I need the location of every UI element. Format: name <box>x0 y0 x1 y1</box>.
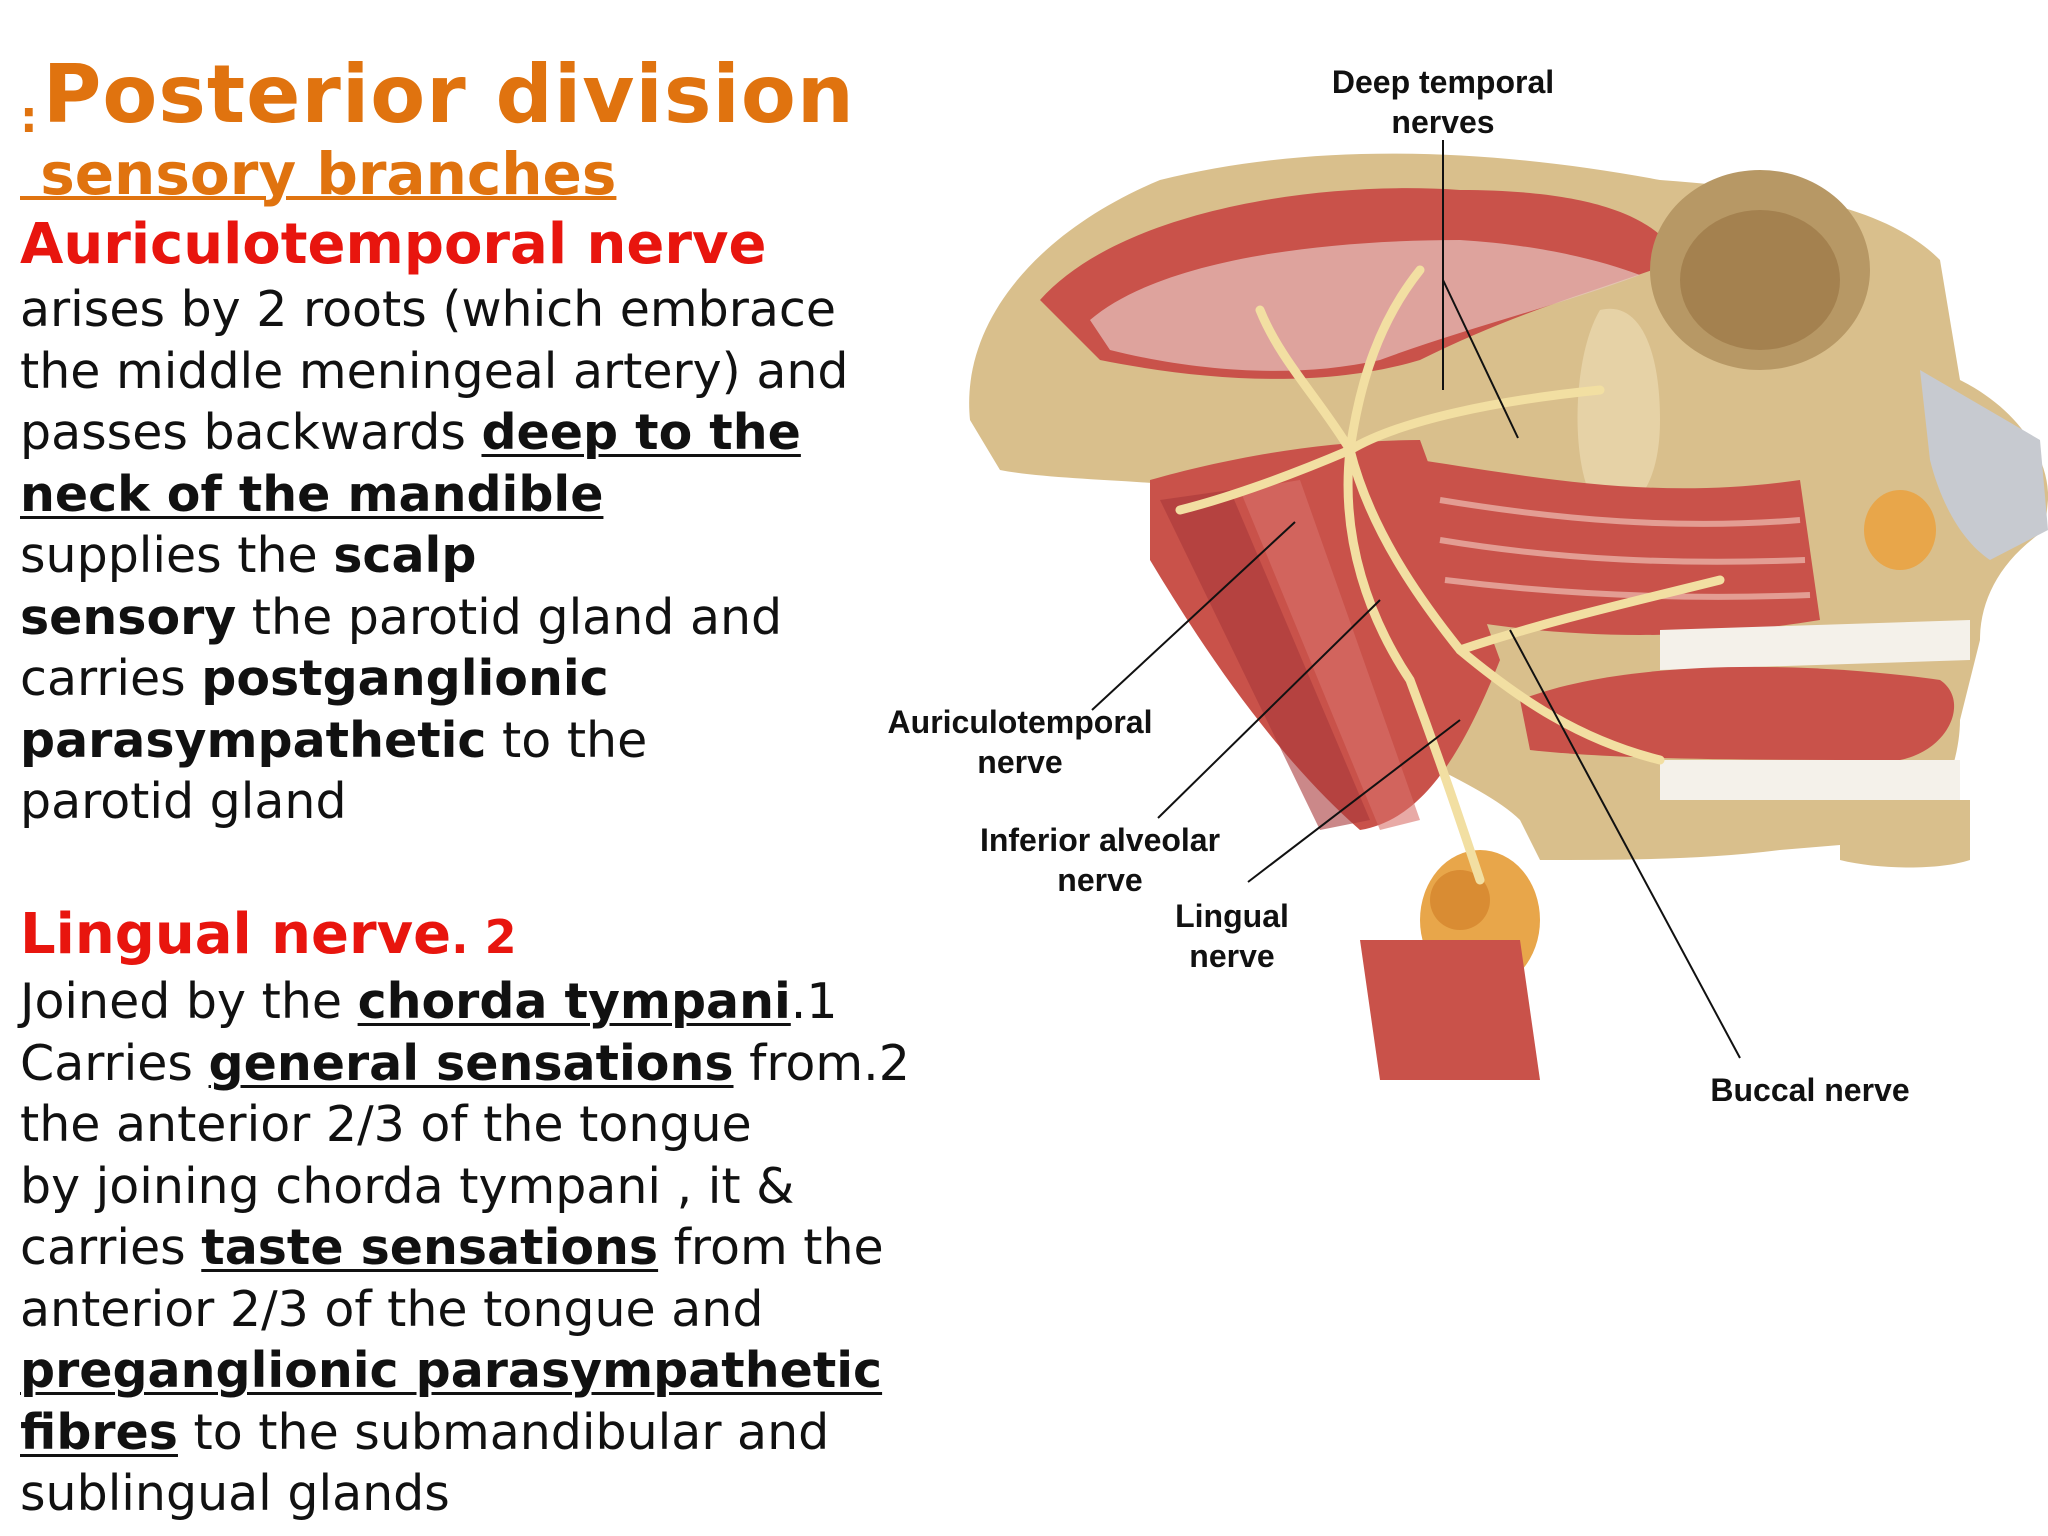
text-segment: to the <box>486 711 648 769</box>
auriculotemporal-line: the middle meningeal artery) and <box>20 342 849 402</box>
text-segment: postganglionic <box>201 650 609 707</box>
tongue <box>1520 666 1955 760</box>
title-main: Posterior division <box>42 48 855 141</box>
head-dissection-illustration <box>969 140 2048 1080</box>
slide-title: : Posterior division <box>20 48 855 143</box>
text-segment: neck of the mandible <box>20 465 604 523</box>
text-segment: .1 <box>790 973 838 1030</box>
text-segment: from.2 <box>733 1034 910 1092</box>
lingual-line: preganglionic parasympathetic <box>20 1341 882 1401</box>
subtitle: sensory branches <box>20 140 617 208</box>
text-segment: anterior 2/3 of the tongue and <box>20 1280 764 1338</box>
auriculotemporal-line: supplies the scalp <box>20 526 476 586</box>
auriculotemporal-line: neck of the mandible <box>20 465 603 525</box>
text-segment: to the submandibular and <box>177 1403 830 1461</box>
text-segment: taste sensations <box>201 1219 659 1276</box>
auriculotemporal-line: passes backwards deep to the <box>20 403 801 463</box>
anatomy-figure: Deep temporal nerves Auriculotemporal ne… <box>888 60 2048 1120</box>
text-segment: fibres <box>20 1403 178 1461</box>
text-segment: by joining chorda tympani , it & <box>20 1157 795 1215</box>
label-buccal-nerve: Buccal nerve <box>1710 1072 1910 1108</box>
text-segment: parasympathetic <box>20 711 487 769</box>
text-segment: the parotid gland and <box>236 588 783 646</box>
text-segment: carries <box>20 650 202 707</box>
title-prefix: : <box>20 92 38 143</box>
lingual-line: sublingual glands <box>20 1464 450 1524</box>
text-segment: passes backwards <box>20 404 482 461</box>
nerve-branches <box>1175 265 1725 885</box>
text-segment: sublingual glands <box>20 1465 450 1522</box>
text-segment: Carries <box>20 1034 209 1092</box>
lingual-line: carries taste sensations from the <box>20 1218 884 1278</box>
lingual-line: anterior 2/3 of the tongue and <box>20 1280 763 1340</box>
auriculotemporal-heading: Auriculotemporal nerve <box>20 212 767 277</box>
mandible <box>1840 800 1970 868</box>
lingual-heading: Lingual nerve. 2 <box>20 902 517 967</box>
text-segment: carries <box>20 1219 202 1276</box>
text-segment: deep to the <box>481 404 801 461</box>
text-segment: supplies the <box>20 527 334 584</box>
lingual-line: fibres to the submandibular and <box>20 1403 829 1463</box>
lingual-heading-number: . 2 <box>451 910 517 964</box>
text-segment: arises by 2 roots (which embrace <box>20 281 837 338</box>
text-segment: chorda tympani <box>357 973 791 1030</box>
label-auriculotemporal-nerve: Auriculotemporal nerve <box>887 704 1153 780</box>
text-segment: parotid gland <box>20 773 347 830</box>
buccinator-muscle <box>1420 460 1820 635</box>
lingual-line: Joined by the chorda tympani.1 <box>20 972 838 1032</box>
text-segment: general sensations <box>208 1034 734 1092</box>
lingual-heading-text: Lingual nerve <box>20 902 452 967</box>
auriculotemporal-line: carries postganglionic <box>20 649 609 709</box>
lingual-line: Carries general sensations from.2 <box>20 1034 910 1094</box>
text-segment: sensory <box>20 588 237 646</box>
label-inferior-alveolar-nerve: Inferior alveolar nerve <box>979 822 1221 898</box>
text-segment: Joined by the <box>20 973 358 1030</box>
lingual-line: by joining chorda tympani , it & <box>20 1157 794 1217</box>
nose <box>1920 370 2048 560</box>
label-leader-lines <box>1091 140 1741 1059</box>
auriculotemporal-line: parasympathetic to the <box>20 711 647 771</box>
label-deep-temporal-nerves: Deep temporal nerves <box>1331 64 1555 140</box>
auriculotemporal-line: arises by 2 roots (which embrace <box>20 280 836 340</box>
text-segment: scalp <box>333 527 477 584</box>
auriculotemporal-line: parotid gland <box>20 772 347 832</box>
upper-teeth <box>1660 620 1970 670</box>
lingual-line: the anterior 2/3 of the tongue <box>20 1095 752 1155</box>
text-segment: the anterior 2/3 of the tongue <box>20 1096 752 1153</box>
text-segment: the middle meningeal artery) and <box>20 342 849 400</box>
text-segment: preganglionic parasympathetic <box>20 1342 883 1399</box>
text-segment: from the <box>658 1219 884 1276</box>
auriculotemporal-line: sensory the parotid gland and <box>20 588 782 648</box>
label-lingual-nerve: Lingual nerve <box>1175 898 1289 974</box>
